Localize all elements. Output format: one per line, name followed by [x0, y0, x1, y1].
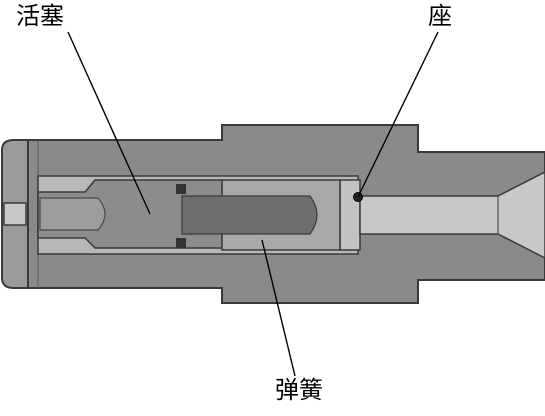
piston-port-top: [176, 184, 186, 194]
leader-spring: [261, 239, 296, 377]
end-cap-slot: [3, 202, 27, 226]
label-spring: 弹簧: [275, 376, 323, 404]
leader-piston: [67, 31, 151, 215]
label-piston: 活塞: [16, 2, 64, 30]
piston-nose: [39, 197, 106, 231]
piston-port-bottom: [176, 238, 186, 248]
piston: [37, 179, 223, 249]
leader-seat: [357, 31, 439, 198]
label-seat: 座: [428, 2, 452, 30]
seat-chamber: [339, 179, 361, 251]
spring: [181, 179, 341, 251]
spring-coil: [181, 195, 318, 235]
leader-lines: [67, 31, 439, 377]
